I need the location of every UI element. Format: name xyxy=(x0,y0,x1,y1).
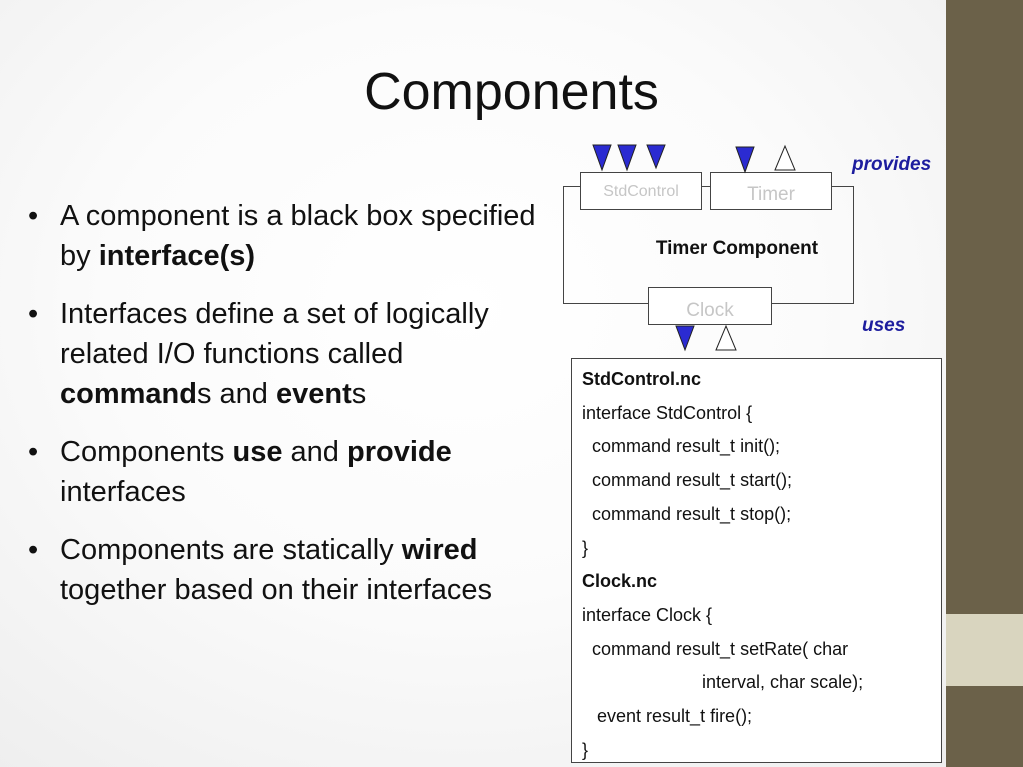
code-line: } xyxy=(582,537,589,558)
bullet-text: s and xyxy=(196,378,276,410)
bullet-list: • A component is a black box specified by… xyxy=(28,196,558,628)
bullet-dot: • xyxy=(28,534,39,566)
bullet-text: A component is a black box specified by xyxy=(60,200,536,272)
bullet-emphasis: use xyxy=(232,436,283,468)
bullet-emphasis: wired xyxy=(401,534,478,566)
bullet-emphasis: event xyxy=(275,378,352,410)
bullet-item: • Components use and provide interfaces xyxy=(28,432,558,512)
bullet-item: • Components are statically wired togethe… xyxy=(28,530,558,610)
bullet-text: Components are statically xyxy=(60,534,402,566)
timer-component-label: Timer Component xyxy=(655,238,819,259)
bullet-text: together based on their interfaces xyxy=(60,574,493,606)
bullet-dot: • xyxy=(28,298,39,330)
slide-title: Components xyxy=(364,63,659,121)
bullet-emphasis: interface(s) xyxy=(98,240,256,272)
code-line: } xyxy=(582,739,589,760)
stdcontrol-interface-box: StdControl xyxy=(580,172,702,210)
code-line: interval, char scale); xyxy=(582,672,864,693)
code-file-heading: Clock.nc xyxy=(582,571,658,592)
bullet-text: and xyxy=(282,436,347,468)
timer-interface-box: Timer xyxy=(710,172,832,210)
right-bar-accent-block xyxy=(946,614,1023,686)
code-line: command result_t start(); xyxy=(582,470,793,491)
code-line: command result_t init(); xyxy=(582,436,781,457)
bullet-emphasis: provide xyxy=(346,436,452,468)
clock-interface-box: Clock xyxy=(648,287,772,325)
bullet-dot: • xyxy=(28,200,39,232)
code-line: interface StdControl { xyxy=(582,402,753,423)
bullet-text: interfaces xyxy=(60,476,186,508)
bullet-emphasis: command xyxy=(60,378,197,410)
provides-label: provides xyxy=(852,154,932,175)
bullet-item: • Interfaces define a set of logically re… xyxy=(28,294,558,414)
bullet-text: Components xyxy=(60,436,233,468)
timer-event-arrow xyxy=(774,144,796,171)
code-line: event result_t fire(); xyxy=(582,706,753,727)
stdcontrol-command-arrow-3 xyxy=(646,144,666,170)
code-line: command result_t setRate( char xyxy=(582,638,849,659)
stdcontrol-command-arrow-1 xyxy=(592,144,612,172)
interface-code-panel: StdControl.nc interface StdControl { comm… xyxy=(571,358,942,763)
code-line: command result_t stop(); xyxy=(582,503,792,524)
code-file-heading: StdControl.nc xyxy=(582,369,701,389)
clock-command-arrow xyxy=(675,325,695,352)
bullet-dot: • xyxy=(28,436,39,468)
bullet-text: Interfaces define a set of logically rel… xyxy=(60,298,489,370)
bullet-item: • A component is a black box specified by… xyxy=(28,196,558,276)
clock-event-arrow xyxy=(715,324,737,351)
code-line: interface Clock { xyxy=(582,604,713,625)
bullet-text: s xyxy=(351,378,367,410)
stdcontrol-command-arrow-2 xyxy=(617,144,637,172)
uses-label: uses xyxy=(862,315,906,336)
timer-command-arrow xyxy=(735,146,755,174)
